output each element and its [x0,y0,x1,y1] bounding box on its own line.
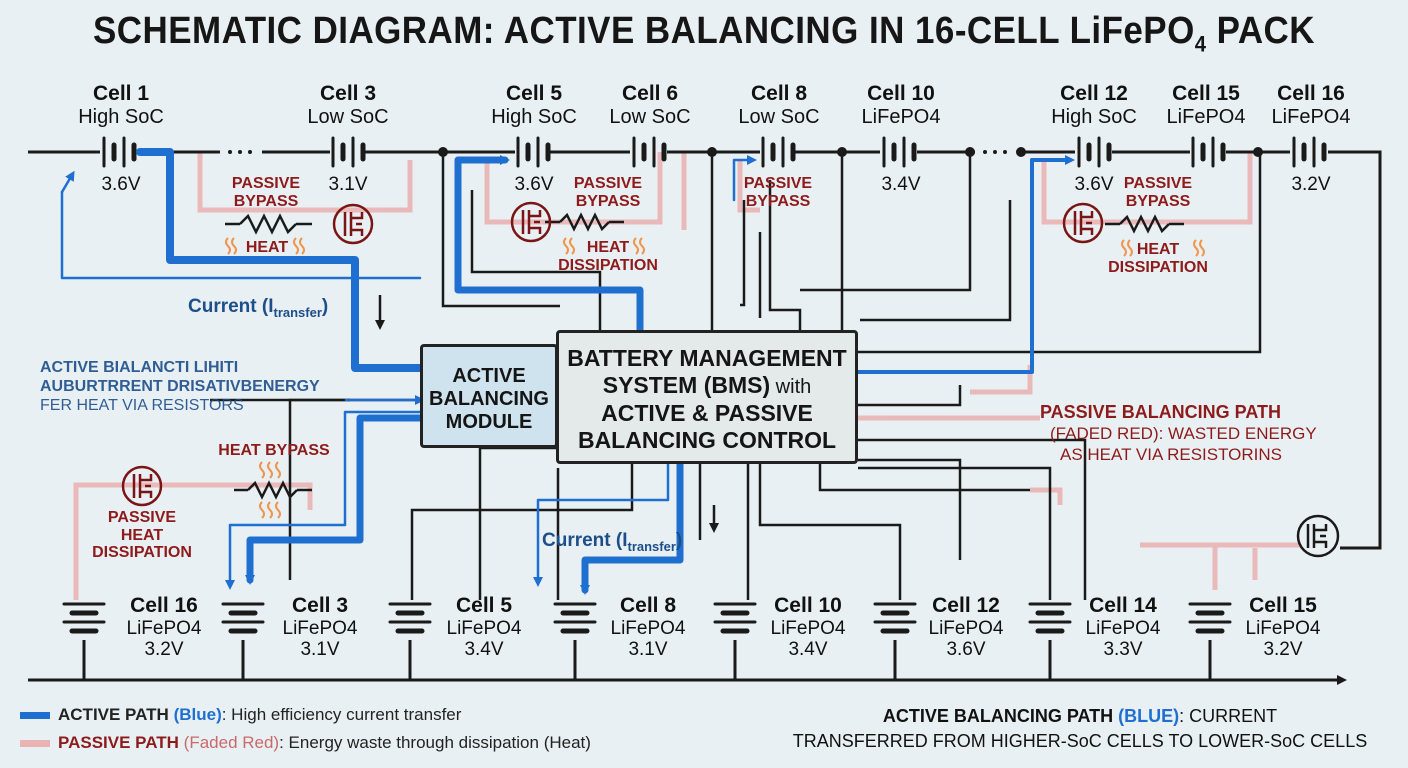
bottom-battery-symbols [62,602,1232,634]
legend-active-swatch [20,712,50,720]
heat-label: HEAT [245,239,289,256]
top-cell-voltage: 3.6V [101,174,141,195]
footnote: ACTIVE BALANCING PATH (BLUE): CURRENT TR… [792,706,1368,752]
active-paths [60,148,1075,595]
current-transfer-label: Current (Itransfer) [188,296,329,320]
top-cell-voltage: 3.4V [881,174,921,195]
bms-controller[interactable]: BATTERY MANAGEMENT SYSTEM (BMS) with ACT… [556,330,858,464]
legend-active: ACTIVE PATH (Blue): High efficiency curr… [20,705,461,725]
page-title: SCHEMATIC DIAGRAM: ACTIVE BALANCING IN 1… [93,10,1315,57]
bottom-bus [28,640,1347,685]
resistors [225,212,1184,500]
top-cell-voltage: 3.6V [1074,174,1114,195]
top-battery-symbols [102,136,1327,168]
passive-paths [73,152,1300,600]
top-cell-voltage: 3.6V [514,174,554,195]
mosfet-symbols [121,201,1104,507]
passive-path-note: PASSIVE BALANCING PATH (FADED RED): WAST… [1040,402,1317,464]
heat-bypass-label: HEAT BYPASS [218,442,330,459]
mosfet-bottom-right [1296,514,1340,558]
active-path-note: ACTIVE BIALANCTI LIHITI AUBURTRRENT DRIS… [40,359,320,415]
legend-passive-swatch [20,740,50,748]
top-cell-voltage: 3.2V [1291,174,1331,195]
top-cell-voltage: 3.1V [328,174,368,195]
control-wires [210,152,1262,600]
heat-waves [225,237,1205,519]
legend-passive: PASSIVE PATH (Faded Red): Energy waste t… [20,733,591,753]
current-transfer-label: Current (Itransfer) [542,530,683,554]
top-bus-dots [228,147,1263,157]
